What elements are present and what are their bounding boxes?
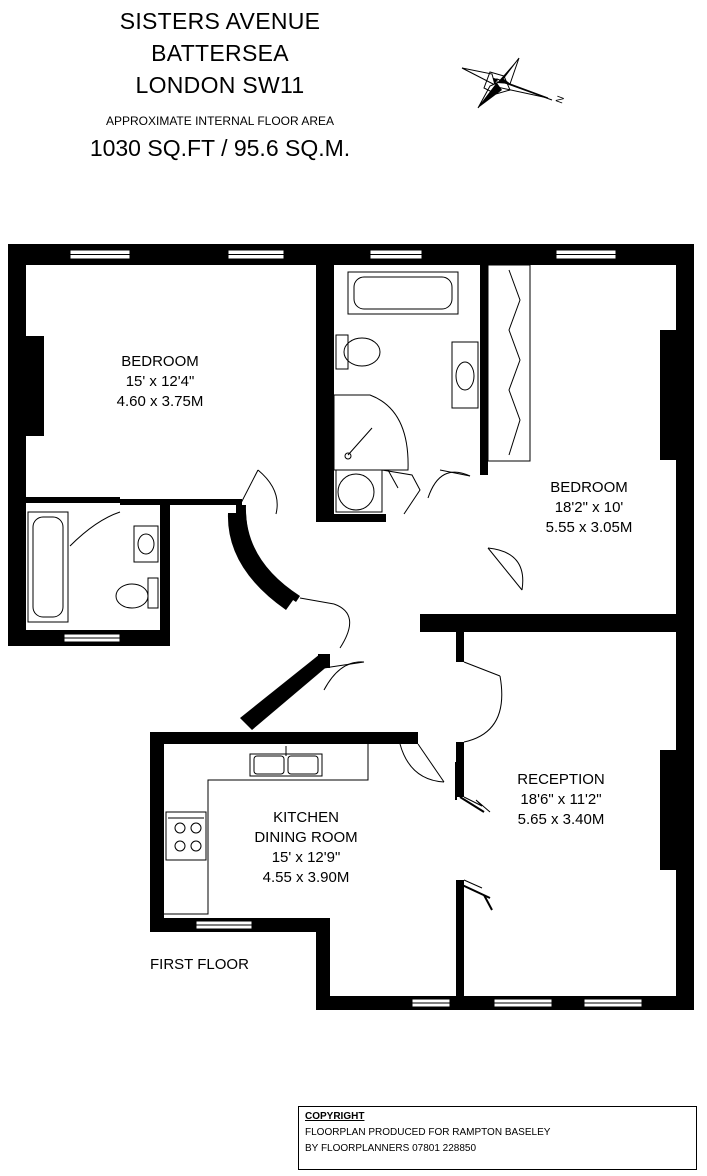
room-size-metric: 5.55 x 3.05M xyxy=(545,519,633,536)
area-value: 1030 SQ.FT / 95.6 SQ.M. xyxy=(89,135,351,161)
room-size-imperial: 18'2" x 10' xyxy=(554,499,624,516)
area-label: APPROXIMATE INTERNAL FLOOR AREA xyxy=(105,114,335,128)
room-bedroom-1: BEDROOM 15' x 12'4" 4.60 x 3.75M xyxy=(100,352,220,412)
copyright-line-1: FLOORPLAN PRODUCED FOR RAMPTON BASELEY xyxy=(305,1127,551,1138)
wardrobe xyxy=(487,264,531,462)
room-size-metric: 5.65 x 3.40M xyxy=(517,811,605,828)
internal-walls xyxy=(26,265,676,1010)
kitchen-fixtures xyxy=(164,744,369,915)
address-line-1: SISTERS AVENUE xyxy=(119,8,321,34)
doors xyxy=(239,469,524,889)
room-name-2: DINING ROOM xyxy=(254,829,358,846)
ensuite-fixtures xyxy=(333,271,479,515)
room-reception: RECEPTION 18'6" x 11'2" 5.65 x 3.40M xyxy=(496,770,626,830)
room-size-imperial: 15' x 12'9" xyxy=(271,849,341,866)
room-name: RECEPTION xyxy=(517,771,605,788)
room-name: KITCHEN xyxy=(273,809,339,826)
compass-north-letter: N xyxy=(554,95,567,106)
address-line-3: LONDON SW11 xyxy=(135,72,305,98)
address-line-2: BATTERSEA xyxy=(151,40,289,66)
room-name: BEDROOM xyxy=(550,479,628,496)
copyright-box: COPYRIGHT FLOORPLAN PRODUCED FOR RAMPTON… xyxy=(298,1106,697,1170)
room-bedroom-2: BEDROOM 18'2" x 10' 5.55 x 3.05M xyxy=(524,478,654,538)
room-size-metric: 4.60 x 3.75M xyxy=(116,393,204,410)
room-size-metric: 4.55 x 3.90M xyxy=(262,869,350,886)
bathroom-fixtures xyxy=(27,511,159,623)
room-kitchen: KITCHEN DINING ROOM 15' x 12'9" 4.55 x 3… xyxy=(236,808,376,888)
floor-label: FIRST FLOOR xyxy=(150,956,249,973)
copyright-line-2: BY FLOORPLANNERS 07801 228850 xyxy=(305,1143,477,1154)
copyright-title: COPYRIGHT xyxy=(305,1111,365,1122)
compass-icon: N xyxy=(461,57,567,109)
room-name: BEDROOM xyxy=(121,353,199,370)
room-size-imperial: 15' x 12'4" xyxy=(125,373,195,390)
room-size-imperial: 18'6" x 11'2" xyxy=(520,791,602,808)
